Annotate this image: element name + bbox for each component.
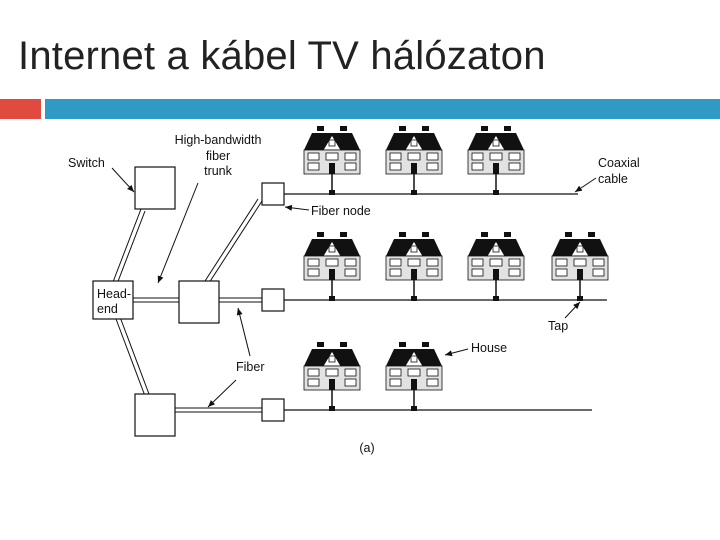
label-trunk-2: fiber xyxy=(206,149,230,163)
label-headend-1: Head- xyxy=(97,287,131,301)
house-5 xyxy=(385,231,443,302)
label-trunk-1: High-bandwidth xyxy=(175,133,262,147)
label-fiber-node: Fiber node xyxy=(311,204,371,218)
title-accent-blue xyxy=(45,99,720,119)
fiber-node-2 xyxy=(261,288,285,312)
label-switch: Switch xyxy=(68,156,105,170)
house-9 xyxy=(385,341,443,412)
label-trunk-3: trunk xyxy=(204,164,233,178)
house-7 xyxy=(551,231,609,302)
label-tap: Tap xyxy=(548,319,568,333)
label-coax-2: cable xyxy=(598,172,628,186)
title-accent-red xyxy=(0,99,41,119)
label-arrows xyxy=(111,167,597,408)
fiber-trunks xyxy=(112,198,263,413)
switch-box-bottom xyxy=(134,393,176,437)
house-3 xyxy=(467,125,525,196)
label-coax-1: Coaxial xyxy=(598,156,640,170)
fiber-node-1 xyxy=(261,182,285,206)
slide-title: Internet a kábel TV hálózaton xyxy=(18,34,546,78)
house-6 xyxy=(467,231,525,302)
switch-box-middle xyxy=(178,280,220,324)
house-4 xyxy=(303,231,361,302)
label-headend-2: end xyxy=(97,302,118,316)
label-caption: (a) xyxy=(359,441,374,455)
label-fiber: Fiber xyxy=(236,360,264,374)
fiber-node-3 xyxy=(261,398,285,422)
house-2 xyxy=(385,125,443,196)
label-house: House xyxy=(471,341,507,355)
house-8 xyxy=(303,341,361,412)
headend-box xyxy=(92,280,134,320)
switch-box-top xyxy=(134,166,176,210)
house-1 xyxy=(303,125,361,196)
